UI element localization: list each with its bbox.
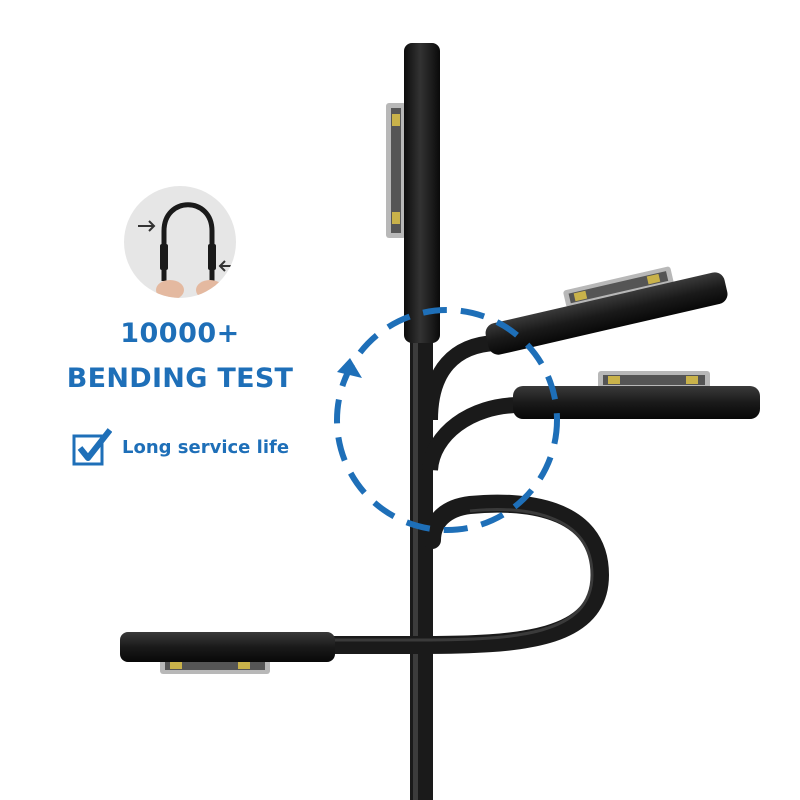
arrow-up-icon xyxy=(337,358,362,378)
loop-cable xyxy=(321,494,610,654)
feature-item: Long service life xyxy=(72,428,289,466)
bending-count: 10000+ xyxy=(120,318,240,349)
bent-cable-icon xyxy=(138,202,236,298)
bottom-left-connector xyxy=(120,632,335,674)
bending-demo-badge xyxy=(124,186,236,298)
bend-rotation-indicator xyxy=(334,307,560,533)
middle-right-connector xyxy=(513,371,760,419)
bent-cable-lower xyxy=(422,397,521,472)
bent-cable-upper xyxy=(422,335,496,421)
upper-right-connector xyxy=(485,266,728,355)
top-connector xyxy=(386,43,440,343)
checkbox-check-icon xyxy=(72,428,112,466)
bending-test-title: BENDING TEST xyxy=(66,363,294,394)
feature-label: Long service life xyxy=(122,436,290,458)
